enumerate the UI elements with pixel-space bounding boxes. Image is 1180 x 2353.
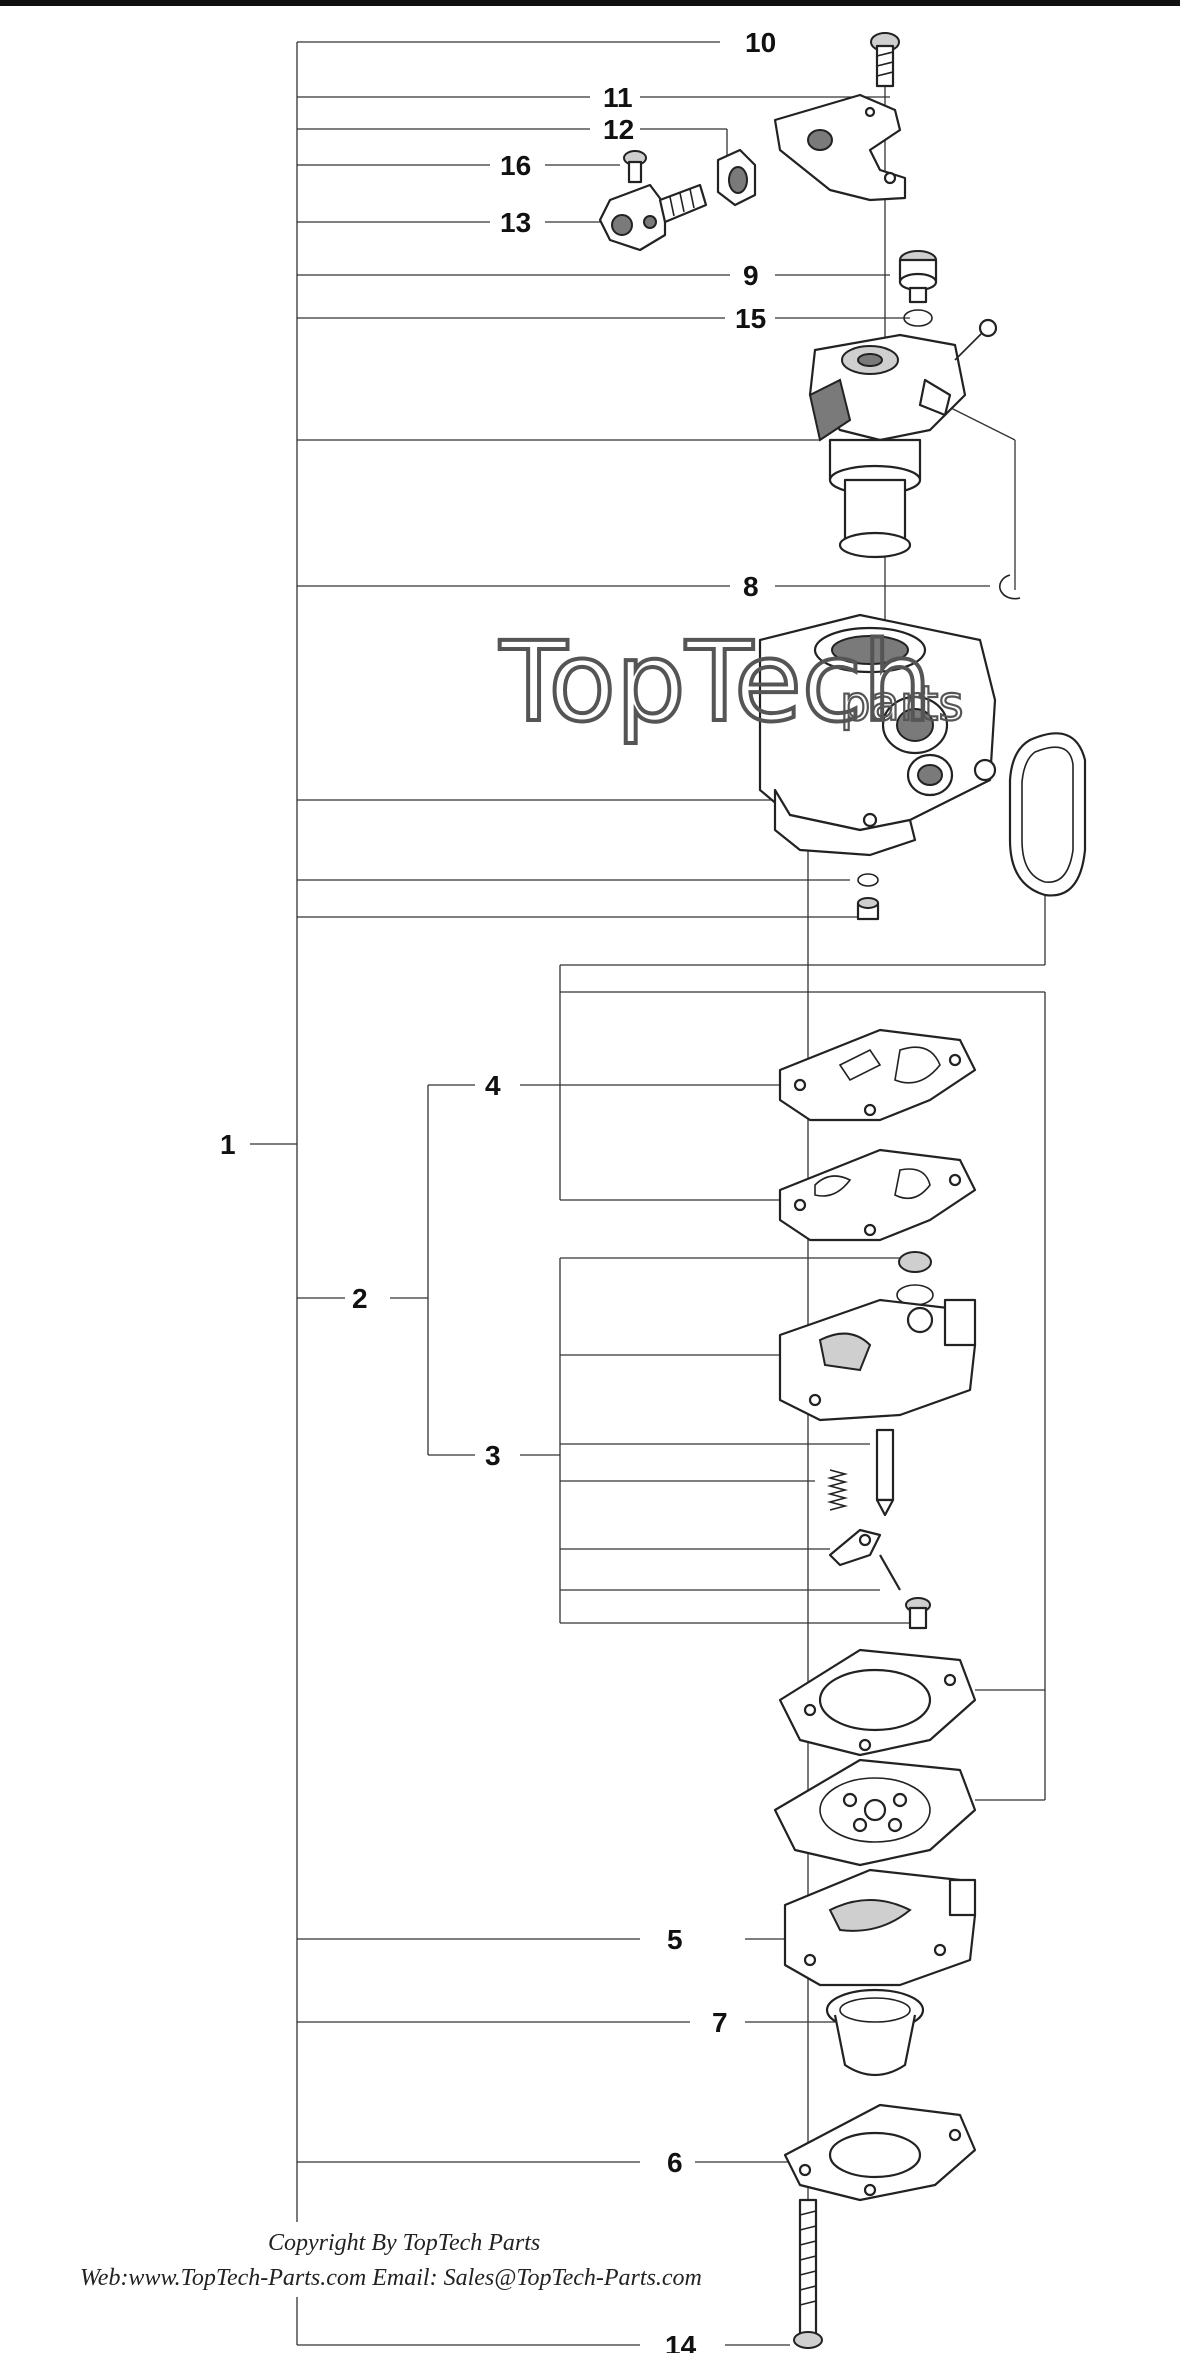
carburetor-body [758,613,997,857]
primer-bulb-part-7 [825,1988,925,2076]
diaphragm-gasket [778,1648,977,1757]
cover-plate-part-6 [783,2103,977,2202]
top-border [0,0,1180,6]
throttle-assembly [808,318,998,559]
spring-part [826,1469,849,1511]
copyright-line: Copyright By TopTech Parts [268,2230,540,2256]
callout-11: 11 [603,82,633,113]
callout-6: 6 [667,2147,683,2178]
metering-lever-part [828,1528,901,1591]
diaphragm [773,1758,977,1867]
gasket-plate-upper [778,1028,977,1122]
callout-13: 13 [500,207,531,238]
callout-9: 9 [743,260,759,291]
callout-1: 1 [220,1129,236,1160]
screw-part-16 [623,150,647,184]
callout-labels: 10 11 12 16 13 9 15 8 1 2 4 3 5 7 6 14 [210,22,790,2353]
screw-part-10 [870,32,900,88]
callout-12: 12 [603,114,634,145]
watermark-brand: TopTech [499,618,932,746]
o-ring-part-15 [903,309,933,327]
callout-8: 8 [743,571,759,602]
callout-5: 5 [667,1924,683,1955]
callout-3: 3 [485,1440,501,1471]
gasket-plate-lower [778,1148,977,1242]
fitting-part-13 [598,183,708,252]
contact-line: Web:www.TopTech-Parts.com Email: Sales@T… [80,2265,702,2291]
pump-cover-part-5 [783,1868,977,1987]
circlip-part-8 [998,574,1021,600]
callout-2: 2 [352,1283,368,1314]
copyright-footer: Copyright By TopTech Parts Web:www.TopTe… [60,2222,760,2297]
callout-15: 15 [735,303,766,334]
bracket-part-11 [773,93,907,202]
gasket-loop [1008,732,1087,897]
adjust-screw-part-9 [898,250,938,304]
small-screw-part [905,1597,931,1630]
long-screw-part-14 [793,2198,823,2349]
callout-7: 7 [712,2007,728,2038]
metering-body [778,1251,977,1422]
callout-16: 16 [500,150,531,181]
small-washer-parts [856,873,880,921]
callout-4: 4 [485,1070,501,1101]
watermark-sub: parts [840,676,963,732]
needle-valve-part [875,1428,895,1517]
nut-part-12 [716,148,757,207]
callout-10: 10 [745,27,776,58]
toptech-watermark: TopTech parts [497,616,965,748]
callout-14: 14 [665,2330,697,2353]
